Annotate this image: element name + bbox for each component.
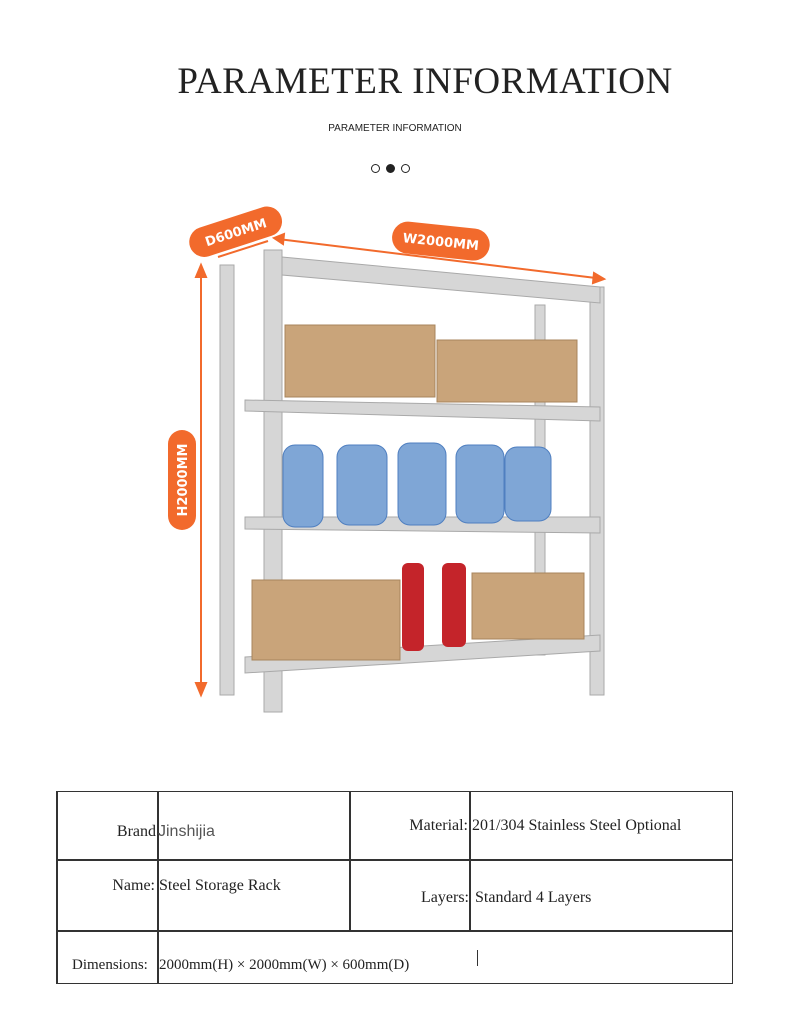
carousel-dot-active[interactable] — [386, 164, 395, 173]
layers-value: Standard 4 Layers — [475, 889, 592, 906]
storage-rack-image: D600MM W2000MM H2000MM — [168, 206, 607, 713]
brand-label: Brand — [116, 823, 156, 840]
dimensions-value: 2000mm(H) × 2000mm(W) × 600mm(D) — [159, 957, 410, 973]
material-label: Material: — [409, 817, 468, 834]
name-value: Steel Storage Rack — [159, 877, 281, 894]
svg-text:H2000MM: H2000MM — [176, 444, 191, 517]
page-subtitle: PARAMETER INFORMATION — [328, 123, 462, 134]
dimensions-label: Dimensions: — [72, 957, 148, 973]
name-label: Name: — [112, 877, 155, 894]
carousel-dot[interactable] — [371, 164, 380, 173]
material-value: 201/304 Stainless Steel Optional — [472, 817, 682, 834]
brand-value: Jinshijia — [158, 823, 215, 840]
layers-label: Layers: — [421, 889, 469, 906]
specification-table: Brand Jinshijia Material: 201/304 Stainl… — [56, 791, 733, 984]
width-label-badge: W2000MM — [392, 221, 490, 261]
height-label-badge: H2000MM — [168, 430, 196, 530]
carousel-indicator — [371, 164, 410, 173]
page-title: PARAMETER INFORMATION — [177, 61, 673, 102]
dimension-arrows — [194, 232, 607, 698]
carousel-dot[interactable] — [401, 164, 410, 173]
